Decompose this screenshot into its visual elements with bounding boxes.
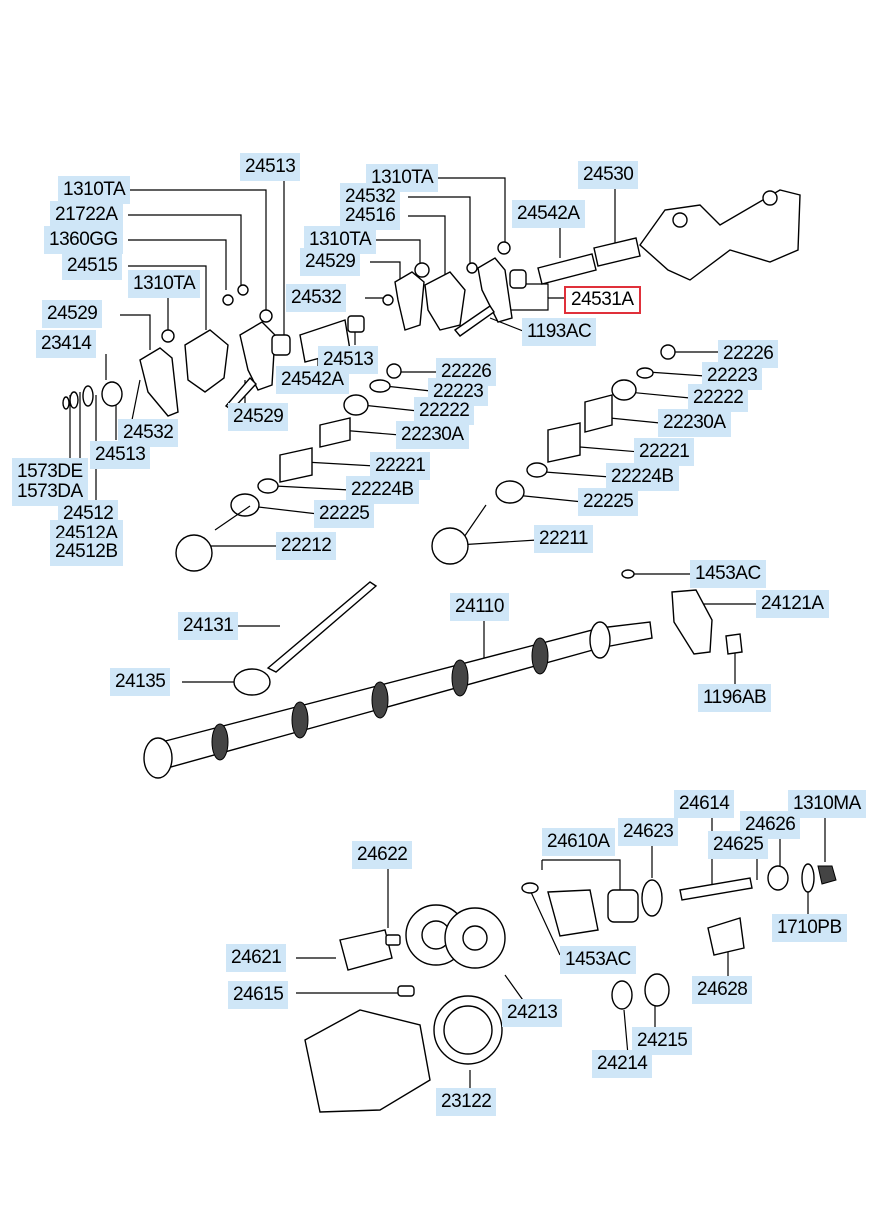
part-label-24512B[interactable]: 24512B <box>50 538 123 566</box>
part-label-22224B[interactable]: 22224B <box>606 463 679 491</box>
part-label-24621[interactable]: 24621 <box>226 944 287 972</box>
part-label-22230A[interactable]: 22230A <box>658 409 731 437</box>
rocker-shaft-bracket <box>639 189 801 281</box>
part-label-23414[interactable]: 23414 <box>36 330 97 358</box>
part-label-22212[interactable]: 22212 <box>276 532 337 560</box>
part-label-22224B[interactable]: 22224B <box>346 476 419 504</box>
part-label-24532[interactable]: 24532 <box>286 284 347 312</box>
part-label-1310MA[interactable]: 1310MA <box>788 790 866 818</box>
part-label-24512[interactable]: 24512 <box>58 500 119 528</box>
part-label-24615[interactable]: 24615 <box>228 981 289 1009</box>
part-label-1310TA[interactable]: 1310TA <box>128 270 201 298</box>
part-label-1710PB[interactable]: 1710PB <box>772 914 847 942</box>
part-label-24214[interactable]: 24214 <box>592 1050 653 1078</box>
part-label-24542A[interactable]: 24542A <box>276 366 349 394</box>
part-label-22230A[interactable]: 22230A <box>396 421 469 449</box>
part-label-22225[interactable]: 22225 <box>314 500 375 528</box>
part-label-24529[interactable]: 24529 <box>228 403 289 431</box>
intake-valve-assembly <box>175 363 402 572</box>
upper-left-rocker-assembly <box>62 284 365 417</box>
part-label-24529[interactable]: 24529 <box>300 248 361 276</box>
part-label-24625[interactable]: 24625 <box>708 831 769 859</box>
camshaft <box>143 569 743 779</box>
part-label-1453AC[interactable]: 1453AC <box>560 946 636 974</box>
part-label-24614[interactable]: 24614 <box>674 790 735 818</box>
part-label-24623[interactable]: 24623 <box>618 818 679 846</box>
part-label-24513[interactable]: 24513 <box>90 441 151 469</box>
part-label-21722A[interactable]: 21722A <box>50 201 123 229</box>
part-label-24622[interactable]: 24622 <box>352 841 413 869</box>
part-label-1310TA[interactable]: 1310TA <box>366 164 439 192</box>
part-label-1310TA[interactable]: 1310TA <box>58 176 131 204</box>
part-label-22225[interactable]: 22225 <box>578 488 639 516</box>
part-label-24515[interactable]: 24515 <box>62 252 123 280</box>
part-label-22226[interactable]: 22226 <box>718 340 779 368</box>
part-label-24628[interactable]: 24628 <box>692 976 753 1004</box>
part-label-22222[interactable]: 22222 <box>414 397 475 425</box>
part-label-22211[interactable]: 22211 <box>534 525 593 553</box>
part-label-24530[interactable]: 24530 <box>578 161 639 189</box>
part-label-1196AB[interactable]: 1196AB <box>698 684 772 712</box>
part-label-24131[interactable]: 24131 <box>178 612 239 640</box>
part-label-24529[interactable]: 24529 <box>42 300 103 328</box>
part-label-22221[interactable]: 22221 <box>634 438 695 466</box>
part-label-24610A[interactable]: 24610A <box>542 828 615 856</box>
part-label-24110[interactable]: 24110 <box>450 593 509 621</box>
part-label-24542A[interactable]: 24542A <box>512 200 585 228</box>
timing-gears <box>304 863 837 1113</box>
part-label-22223[interactable]: 22223 <box>702 362 763 390</box>
part-label-22222[interactable]: 22222 <box>688 384 749 412</box>
part-label-23122[interactable]: 23122 <box>436 1088 497 1116</box>
part-label-24516[interactable]: 24516 <box>340 202 401 230</box>
exhaust-valve-assembly <box>431 344 676 565</box>
part-label-22221[interactable]: 22221 <box>370 452 431 480</box>
part-label-1453AC[interactable]: 1453AC <box>690 560 766 588</box>
part-label-24135[interactable]: 24135 <box>110 668 171 696</box>
upper-middle-rocker-assembly <box>382 237 641 337</box>
part-label-1360GG[interactable]: 1360GG <box>44 226 123 254</box>
part-label-24121A[interactable]: 24121A <box>756 590 829 618</box>
part-label-24513[interactable]: 24513 <box>240 153 301 181</box>
part-label-1193AC[interactable]: 1193AC <box>522 318 597 346</box>
part-label-24213[interactable]: 24213 <box>502 999 563 1027</box>
part-label-24531A-highlighted[interactable]: 24531A <box>564 286 641 314</box>
